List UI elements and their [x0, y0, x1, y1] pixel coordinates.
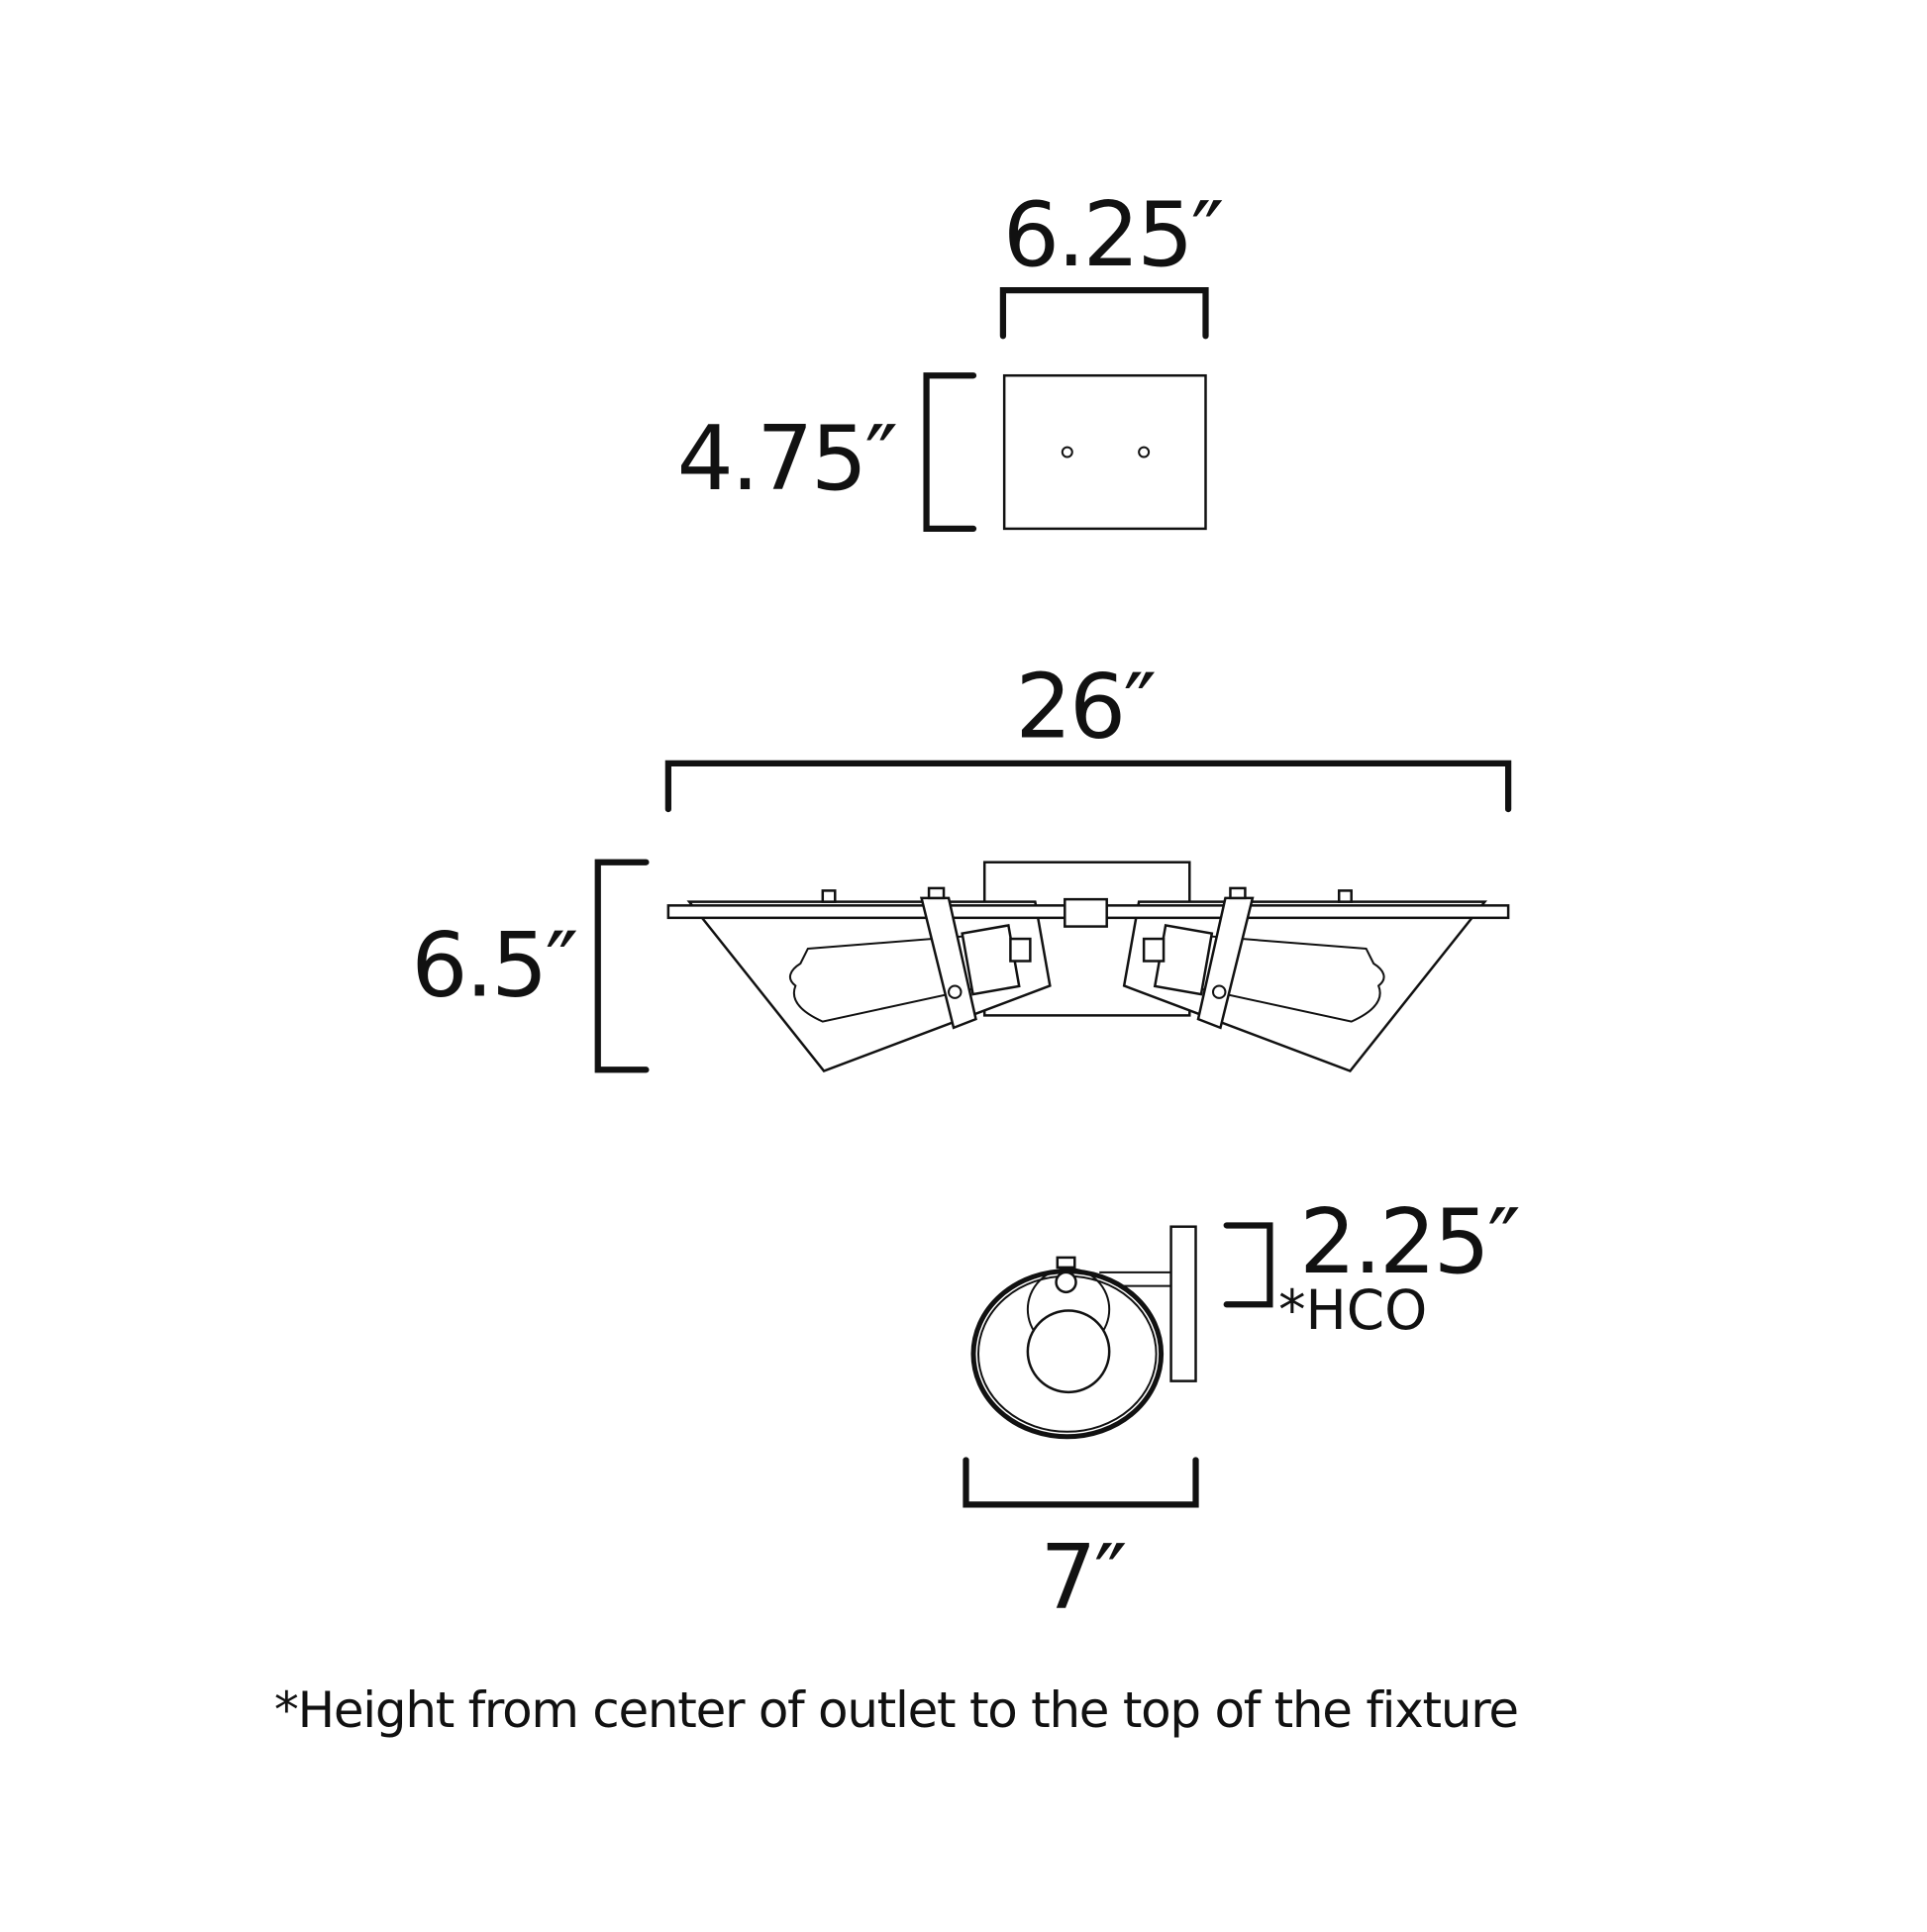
front-width-label: 26″ [1015, 657, 1155, 760]
swivel-cap [1056, 1256, 1076, 1270]
crossbar-stud [821, 889, 837, 903]
left-bulb [788, 935, 977, 1023]
canopy-height-label: 4.75″ [677, 408, 897, 511]
backplate [1169, 1225, 1197, 1382]
mounting-hole [1138, 446, 1151, 458]
canopy-width-label: 6.25″ [1003, 184, 1223, 287]
right-arm-cap [1229, 886, 1247, 900]
canopy-height-bracket [923, 372, 977, 533]
left-switch [1009, 937, 1032, 963]
footnote: *Height from center of outlet to the top… [274, 1681, 1518, 1739]
center-coupler [1064, 897, 1108, 928]
front-height-bracket [594, 859, 650, 1073]
fixture-side-drawing [970, 1225, 1197, 1440]
mounting-hole [1061, 446, 1073, 458]
right-switch [1142, 937, 1166, 963]
canopy-plate [1002, 373, 1207, 531]
right-bulb [1196, 935, 1385, 1023]
canopy-view: 6.25″ 4.75″ [677, 184, 1225, 533]
left-arm-pivot [948, 984, 963, 999]
right-arm-pivot [1211, 984, 1227, 999]
swivel-knuckle [1055, 1271, 1077, 1294]
hco-value-label: 2.25″ [1299, 1191, 1519, 1294]
bulb [1026, 1309, 1111, 1394]
canopy-width-bracket [999, 287, 1209, 340]
front-view: 26″ 6.5″ [411, 657, 1512, 1073]
front-width-bracket [664, 760, 1512, 813]
hco-bracket [1223, 1222, 1273, 1308]
side-view: 2.25″ *HCO 7″ [963, 1191, 1522, 1630]
depth-label: 7″ [1040, 1527, 1126, 1630]
front-height-label: 6.5″ [411, 914, 576, 1017]
fixture-front-drawing [666, 861, 1510, 1073]
hco-label: *HCO [1278, 1278, 1427, 1342]
crossbar-stud [1337, 889, 1353, 903]
left-arm-cap [927, 886, 946, 900]
depth-bracket [963, 1457, 1199, 1508]
